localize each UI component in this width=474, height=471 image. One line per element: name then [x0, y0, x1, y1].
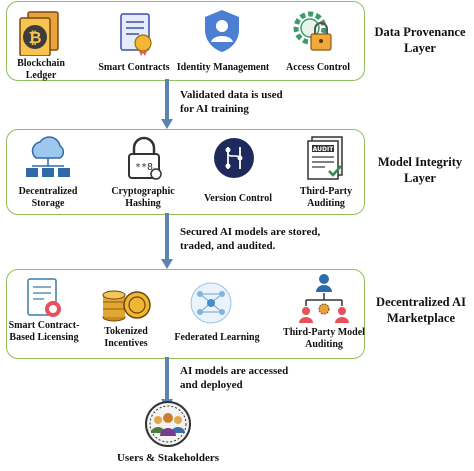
- item-label: Access Control: [286, 62, 350, 73]
- smart-contracts-item: Smart Contracts: [86, 62, 182, 74]
- svg-text:AUDIT: AUDIT: [313, 146, 335, 153]
- decentralized-storage-item: Decentralized Storage: [14, 186, 82, 209]
- federated-network-icon: [190, 282, 232, 324]
- arrow-2-text: Secured AI models are stored, traded, an…: [180, 225, 325, 253]
- users-group-icon: [145, 401, 191, 447]
- item-label: Third-Party Auditing: [299, 186, 353, 209]
- bitcoin-ledger-icon: ₿: [19, 11, 59, 56]
- token-coins-icon: [102, 290, 151, 322]
- arrow-3-text: AI models are accessed and deployed: [180, 364, 305, 392]
- layer-label-text: Model Integrity Layer: [377, 155, 463, 185]
- layer-label-text: Decentralized AI Marketplace: [376, 295, 466, 325]
- svg-text:**8: **8: [135, 162, 153, 173]
- smart-contract-icon: [120, 13, 152, 56]
- version-control-icon: [214, 138, 254, 178]
- arrow-text: Validated data is used for AI training: [180, 89, 283, 115]
- item-label: Blockchain Ledger: [17, 58, 65, 81]
- identity-management-item: Identity Management: [172, 62, 274, 74]
- cryptographic-hashing-item: Cryptographic Hashing: [100, 186, 186, 209]
- arrow-1: [161, 79, 173, 129]
- version-control-item: Version Control: [194, 193, 282, 205]
- item-label: Version Control: [203, 193, 273, 204]
- audit-document-icon: AUDIT: [307, 136, 343, 180]
- decentralized-ai-marketplace-label: Decentralized AI Marketplace: [368, 294, 474, 326]
- tokenized-incentives-item: Tokenized Incentives: [92, 326, 160, 349]
- org-chart-icon: [299, 274, 349, 323]
- data-provenance-layer-label: Data Provenance Layer: [366, 24, 474, 56]
- item-label: Smart Contracts: [98, 62, 170, 73]
- access-control-item: Access Control: [278, 62, 358, 74]
- item-label: Identity Management: [176, 62, 270, 73]
- users-stakeholders-label: Users & Stakeholders: [108, 452, 228, 465]
- cloud-network-icon: [26, 136, 70, 177]
- item-label: Tokenized Incentives: [104, 326, 148, 349]
- blockchain-ledger-item: Blockchain Ledger: [10, 58, 72, 81]
- layer-label-text: Data Provenance Layer: [374, 25, 466, 55]
- arrow-text: AI models are accessed and deployed: [180, 365, 289, 391]
- shield-user-icon: [205, 10, 239, 52]
- third-party-auditing-item: Third-Party Auditing: [290, 186, 362, 209]
- item-label: Decentralized Storage: [18, 186, 78, 209]
- arrow-1-text: Validated data is used for AI training: [180, 88, 290, 116]
- gear-lock-icon: [293, 11, 332, 51]
- svg-text:₿: ₿: [28, 28, 41, 47]
- arrow-2: [161, 213, 173, 269]
- item-label: Smart Contract-Based Licensing: [8, 320, 80, 343]
- item-label: Cryptographic Hashing: [111, 186, 175, 209]
- item-label: Federated Learning: [174, 332, 260, 343]
- hashing-lock-icon: **8: [128, 136, 162, 180]
- license-certificate-icon: [27, 278, 61, 317]
- arrow-text: Secured AI models are stored, traded, an…: [180, 226, 321, 252]
- third-party-model-auditing-item: Third-Party Model Auditing: [282, 327, 366, 350]
- model-integrity-layer-label: Model Integrity Layer: [366, 154, 474, 186]
- item-label: Users & Stakeholders: [116, 452, 220, 464]
- smart-contract-licensing-item: Smart Contract-Based Licensing: [8, 320, 80, 343]
- federated-learning-item: Federated Learning: [170, 332, 264, 344]
- item-label: Third-Party Model Auditing: [283, 327, 365, 350]
